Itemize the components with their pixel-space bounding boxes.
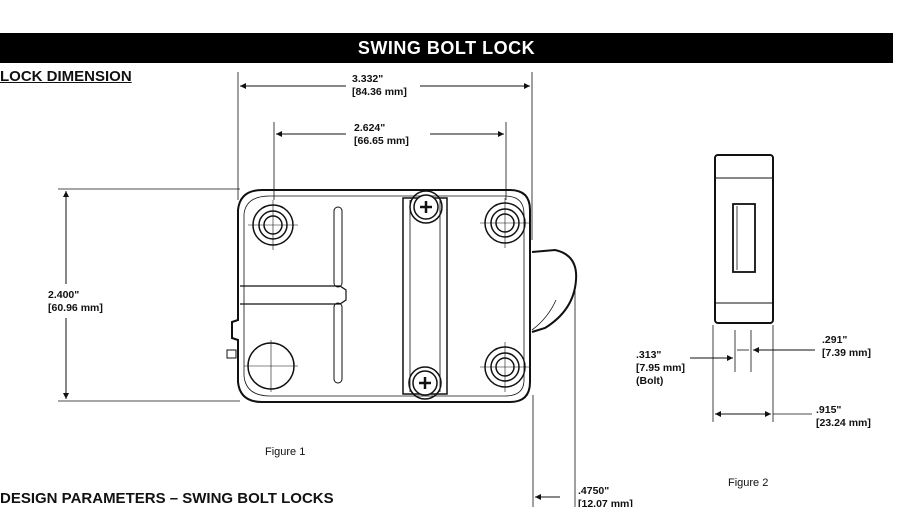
width-outer-in: 3.332" [352, 73, 383, 85]
gap-in: .291" [822, 334, 847, 346]
page-title: SWING BOLT LOCK [0, 33, 893, 63]
lock-dimension-heading: LOCK DIMENSION [0, 68, 132, 85]
height-mm: [60.96 mm] [48, 302, 103, 314]
mounting-hole-top-right [480, 198, 530, 248]
mounting-hole-top-left [248, 200, 298, 250]
height-in: 2.400" [48, 289, 79, 301]
side-view-bolt [732, 203, 756, 273]
width-inner-in: 2.624" [354, 122, 385, 134]
lock-body [231, 189, 531, 403]
bolt-offset-in: .4750" [578, 485, 609, 497]
depth-in: .915" [816, 404, 841, 416]
swing-bolt [531, 248, 578, 333]
design-parameters-heading: DESIGN PARAMETERS – SWING BOLT LOCKS [0, 490, 334, 507]
gap-mm: [7.39 mm] [822, 347, 871, 359]
screw-bottom-icon [408, 366, 442, 400]
bolt-thickness-mm: [7.95 mm] [636, 362, 685, 374]
screw-top-icon [409, 190, 443, 224]
width-inner-mm: [66.65 mm] [354, 135, 409, 147]
bolt-thickness-note: (Bolt) [636, 375, 663, 387]
side-view-body [714, 154, 774, 324]
mounting-hole-bottom-right [480, 342, 530, 392]
mounting-hole-bottom-left [244, 340, 298, 392]
figure-2 [690, 154, 815, 422]
depth-mm: [23.24 mm] [816, 417, 871, 429]
bolt-offset-mm: [12.07 mm] [578, 498, 633, 507]
width-outer-mm: [84.36 mm] [352, 86, 407, 98]
figure-1 [58, 72, 578, 507]
figure-1-caption: Figure 1 [265, 446, 305, 458]
figure-2-caption: Figure 2 [728, 477, 768, 489]
bolt-thickness-in: .313" [636, 349, 661, 361]
